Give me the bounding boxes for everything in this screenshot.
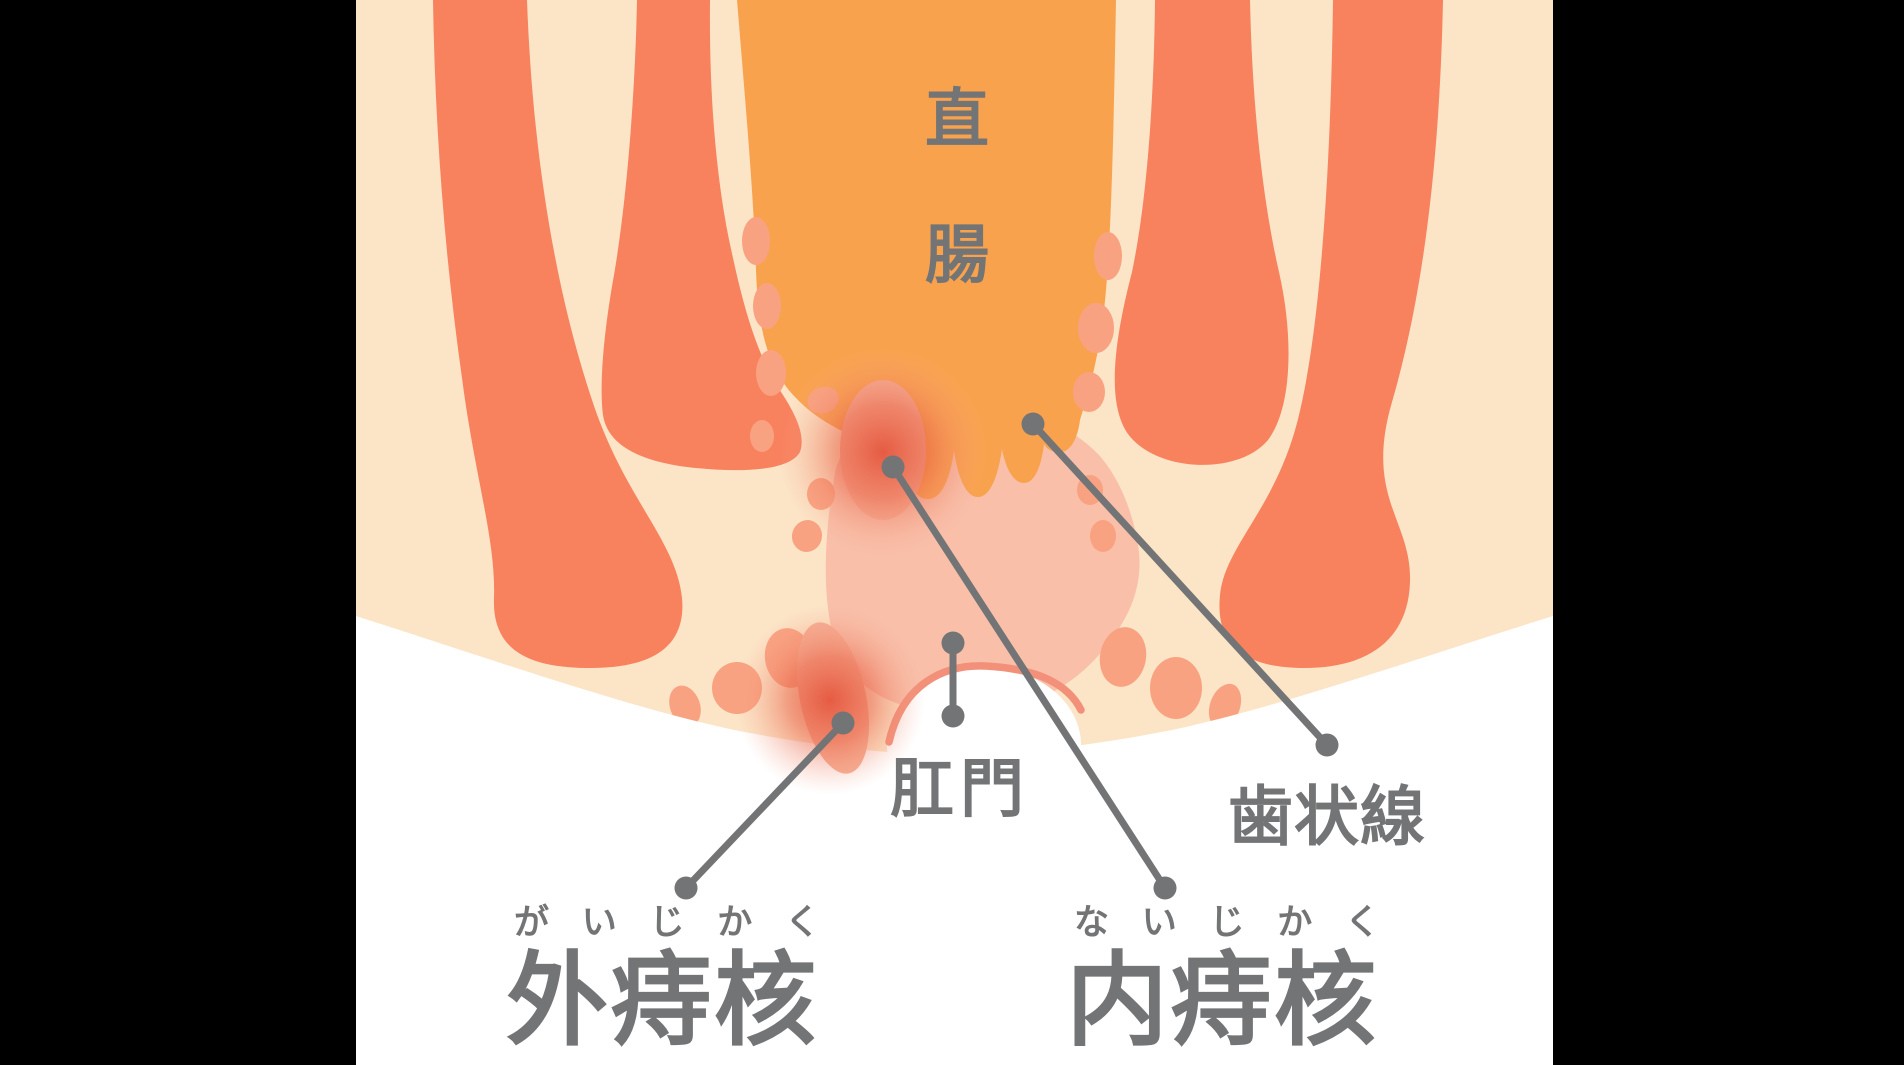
furigana-char: い [581,903,617,942]
internal-hemorrhoid-pointer [881,455,1177,900]
right-vessel-cluster [1099,627,1242,729]
external-hemorrhoid-label: が い じ か く 外痔核 [506,894,828,1053]
left-inner-muscle-band [601,0,802,471]
furigana-char: い [1141,903,1177,942]
anatomy-drawing [356,0,1553,1065]
furigana-char: じ [649,903,685,942]
rectum-label-char-2: 腸 [925,219,989,291]
furigana-char: か [1277,903,1313,942]
external-hemorrhoid-pointer [674,711,855,900]
external-hemorrhoid-furigana: が い じ か く [514,894,820,945]
internal-hemorrhoid-label: な い じ か く 内痔核 [1066,894,1388,1053]
dentate-line-label: 歯状線 [1228,780,1427,853]
anus-label: 肛門 [890,753,1030,825]
rectum-label: 直 腸 [919,68,995,296]
body-outline [356,616,1553,1065]
dentate-line-pointer [1021,412,1339,757]
furigana-char: く [1344,903,1380,942]
external-inflammation-glow [735,605,925,795]
anal-opening-dome [887,667,1081,823]
right-outer-muscle-band [1219,0,1443,669]
internal-inflammation-glow [778,347,988,557]
letterbox-right [1553,0,1904,1065]
rectum-label-char-1: 直 [925,83,989,155]
furigana-char: か [717,903,753,942]
letterbox-left [0,0,356,1065]
internal-hemorrhoid-text: 内痔核 [1066,944,1378,1058]
pointer-lines [674,412,1339,900]
internal-hemorrhoid-furigana: な い じ か く [1074,894,1380,945]
furigana-char: が [514,903,550,942]
anus-pointer [941,631,965,728]
right-inner-muscle-band [1114,0,1289,465]
anatomy-illustration: 直 腸 肛門 歯状線 が い じ か く 外痔核 な い じ か く 内痔核 [356,0,1553,1065]
external-hemorrhoid-text: 外痔核 [506,944,818,1058]
furigana-char: な [1074,903,1110,942]
furigana-char: じ [1209,903,1245,942]
left-outer-muscle-band [433,0,683,669]
furigana-char: く [784,903,820,942]
